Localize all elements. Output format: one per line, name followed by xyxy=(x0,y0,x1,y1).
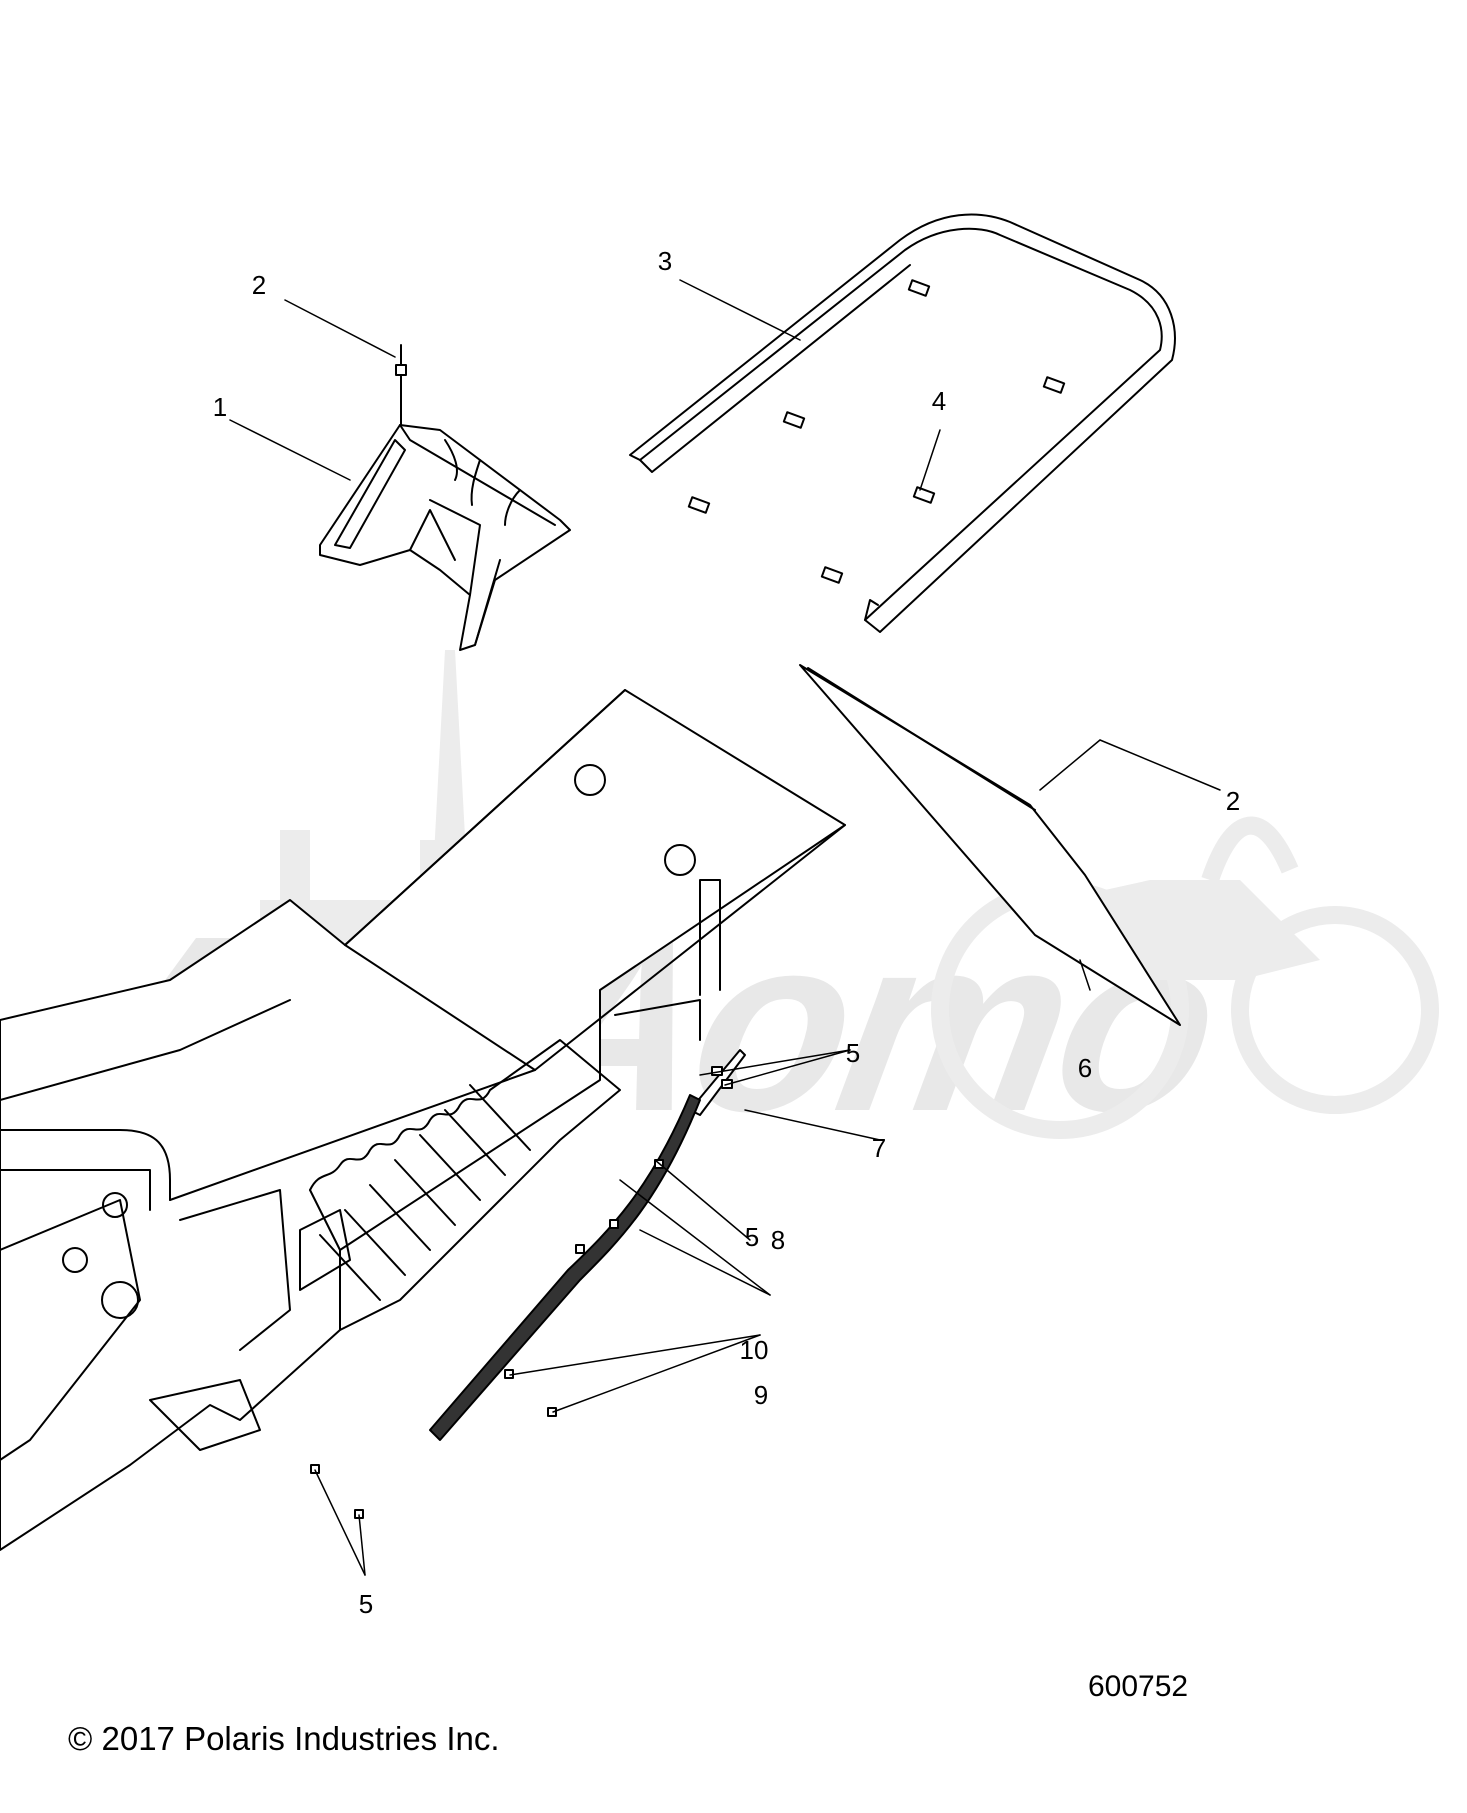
callout-10: 10 xyxy=(739,1335,769,1365)
callout-5-lower: 5 xyxy=(358,1589,374,1619)
callout-3: 3 xyxy=(657,246,673,276)
figure-number: 600752 xyxy=(1088,1670,1189,1703)
callout-2-right: 2 xyxy=(1225,786,1241,816)
callout-9: 9 xyxy=(753,1380,769,1410)
callout-4: 4 xyxy=(931,386,947,416)
copyright-text: © 2017 Polaris Industries Inc. xyxy=(68,1720,500,1757)
callout-7: 7 xyxy=(871,1133,887,1163)
leader-lines xyxy=(229,279,1221,1576)
part-3-grab-bar xyxy=(629,213,1176,633)
callout-6: 6 xyxy=(1077,1053,1093,1083)
callout-1: 1 xyxy=(212,392,228,422)
part-2-pin-top xyxy=(395,344,407,426)
part-6-flap xyxy=(799,664,1181,1026)
callout-8: 8 xyxy=(770,1225,786,1255)
callout-2-top: 2 xyxy=(251,270,267,300)
part-4-bolts xyxy=(687,279,1066,584)
part-8-strip xyxy=(429,1094,701,1441)
part-7-bracket xyxy=(689,1049,746,1116)
callout-5-upper: 5 xyxy=(845,1038,861,1068)
tunnel-chassis xyxy=(0,689,846,1551)
callout-5-middle: 5 xyxy=(744,1222,760,1252)
fasteners xyxy=(310,1066,733,1519)
part-1-bracket xyxy=(319,424,571,651)
